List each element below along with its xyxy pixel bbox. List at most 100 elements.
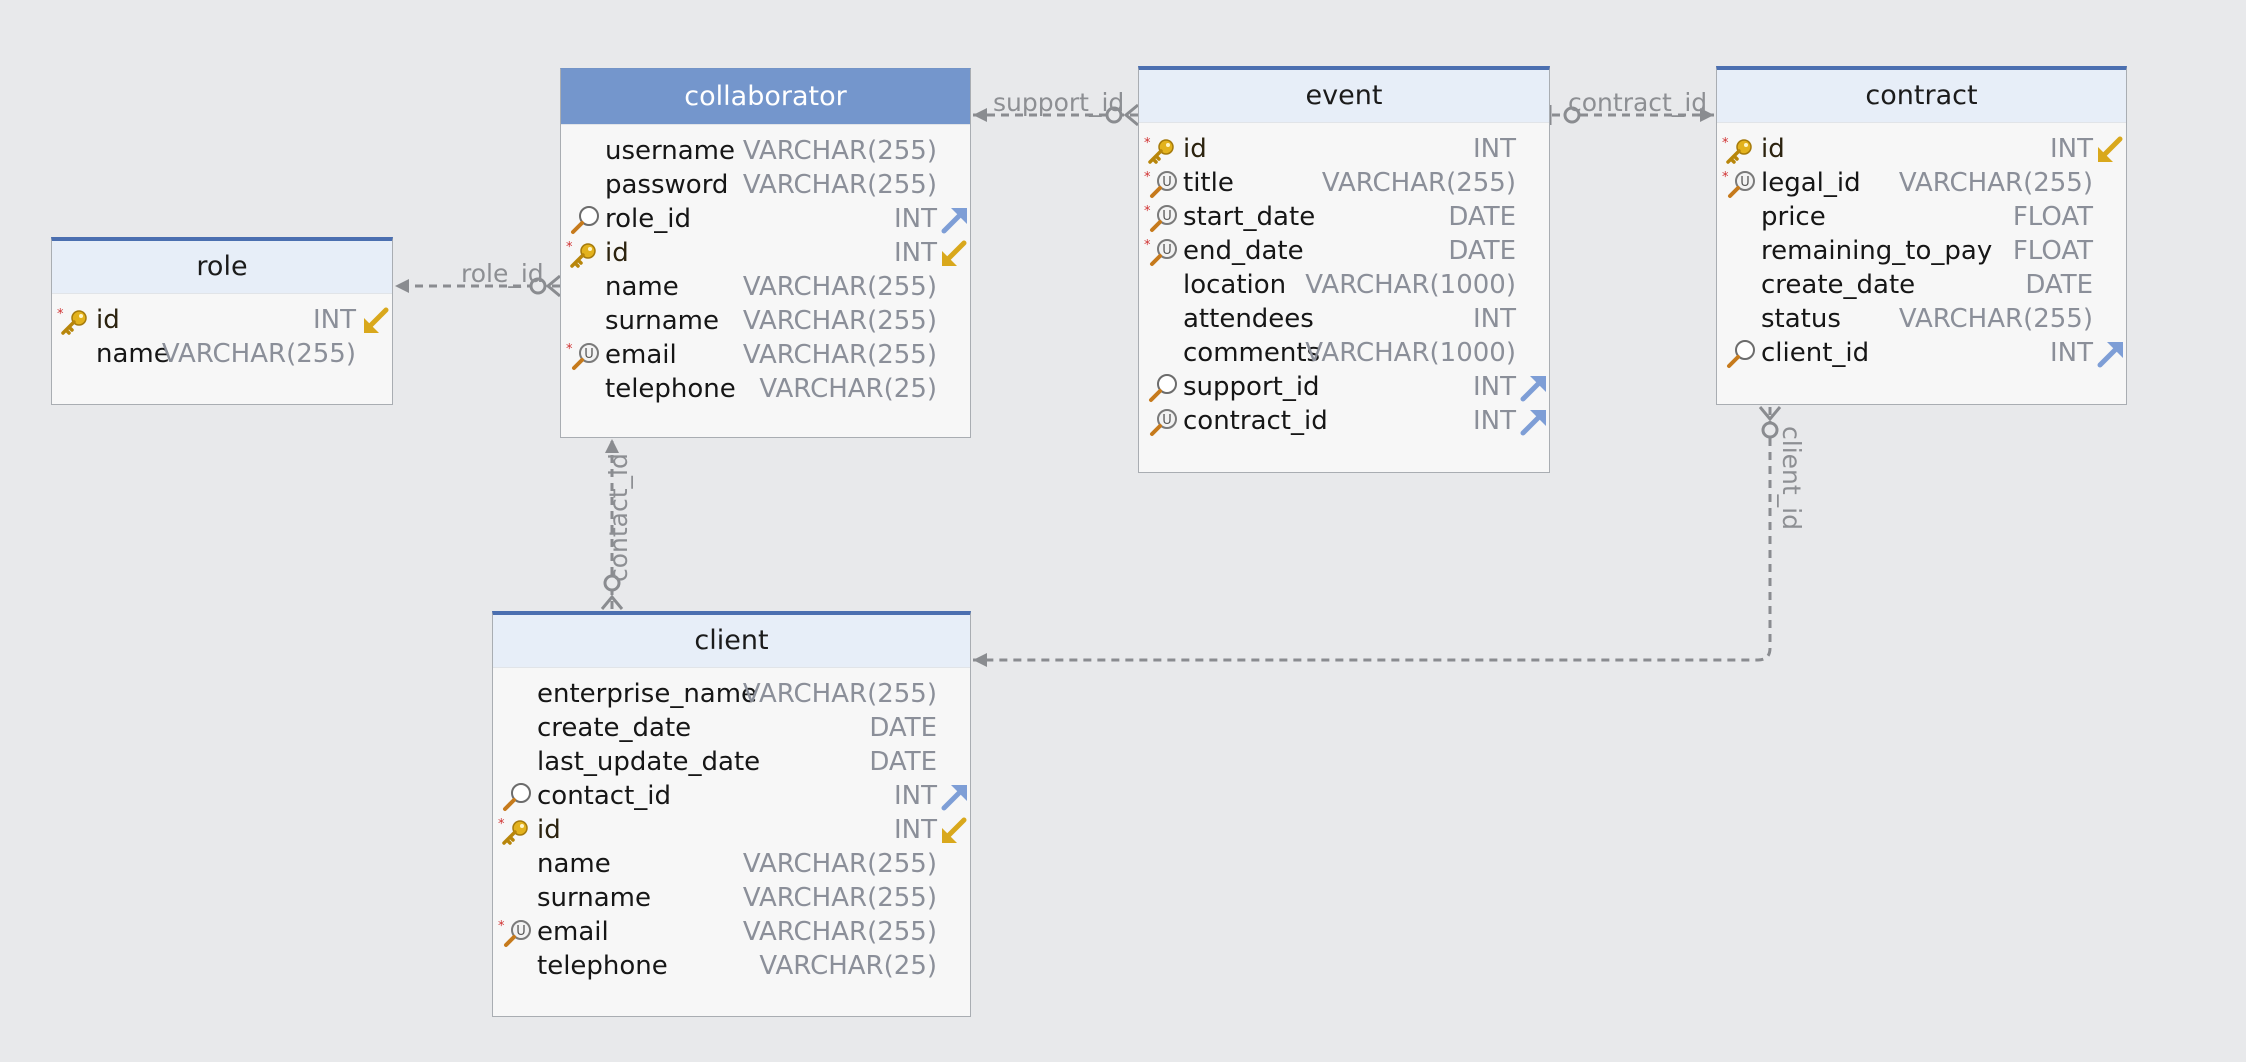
column-name: contract_id <box>1183 406 1328 436</box>
column-type: VARCHAR(255) <box>1321 168 1516 198</box>
column-type: VARCHAR(255) <box>742 272 937 302</box>
svg-text:U: U <box>1162 243 1172 258</box>
column-type: VARCHAR(255) <box>1898 304 2093 334</box>
column-type: INT <box>894 781 937 811</box>
table-title[interactable]: role <box>52 241 392 294</box>
column-type: DATE <box>869 747 937 777</box>
column-type: VARCHAR(255) <box>742 679 937 709</box>
relation-optional-circle <box>1761 421 1779 439</box>
relation-label-support_id: support_id <box>993 88 1125 117</box>
foreign-key-icon <box>1149 374 1177 402</box>
relation-many-marker <box>600 594 624 610</box>
svg-text:*: * <box>57 307 64 322</box>
column-type: VARCHAR(255) <box>742 917 937 947</box>
column-name: title <box>1183 168 1234 198</box>
column-type: DATE <box>2025 270 2093 300</box>
column-name: telephone <box>537 951 668 981</box>
table-title[interactable]: contract <box>1717 70 2126 123</box>
relation-many-marker <box>545 274 561 298</box>
column-type: DATE <box>1448 236 1516 266</box>
column-type: VARCHAR(255) <box>161 339 356 369</box>
table-title[interactable]: collaborator <box>561 69 970 125</box>
column-type: VARCHAR(255) <box>742 849 937 879</box>
column-name: name <box>537 849 611 879</box>
column-name: location <box>1183 270 1287 300</box>
column-row[interactable]: name VARCHAR(255) <box>493 847 970 881</box>
primary-key-arrow-icon <box>942 240 967 266</box>
relation-label-contact_id: contact_id <box>604 453 633 582</box>
column-name: create_date <box>1761 270 1916 300</box>
column-name: end_date <box>1183 236 1304 266</box>
relation-many-marker <box>1758 406 1782 422</box>
primary-key-icon: * <box>566 240 596 268</box>
relation-many-marker <box>1123 103 1139 127</box>
column-type: VARCHAR(255) <box>742 136 937 166</box>
column-name: id <box>1183 134 1207 164</box>
column-type: VARCHAR(255) <box>742 340 937 370</box>
primary-key-arrow-icon <box>2098 136 2123 162</box>
svg-text:U: U <box>584 347 594 362</box>
column-name: legal_id <box>1761 168 1861 198</box>
column-name: surname <box>537 883 651 913</box>
column-type: INT <box>2050 134 2093 164</box>
column-name: id <box>1761 134 1785 164</box>
column-type: INT <box>1473 406 1516 436</box>
primary-key-arrow-icon <box>942 817 967 843</box>
unique-index-icon: *U <box>1722 170 1755 198</box>
unique-index-icon: U <box>1150 409 1177 436</box>
column-type: INT <box>1473 304 1516 334</box>
column-row[interactable]: create_date DATE <box>1717 268 2126 302</box>
svg-text:*: * <box>566 342 573 357</box>
unique-index-icon: *U <box>566 342 599 370</box>
table-title[interactable]: event <box>1139 70 1549 123</box>
column-type: INT <box>2050 338 2093 368</box>
column-name: surname <box>605 306 719 336</box>
svg-text:*: * <box>498 817 505 832</box>
table-title[interactable]: client <box>493 615 970 668</box>
column-name: start_date <box>1183 202 1316 232</box>
column-type: INT <box>313 305 356 335</box>
column-name: password <box>605 170 729 200</box>
